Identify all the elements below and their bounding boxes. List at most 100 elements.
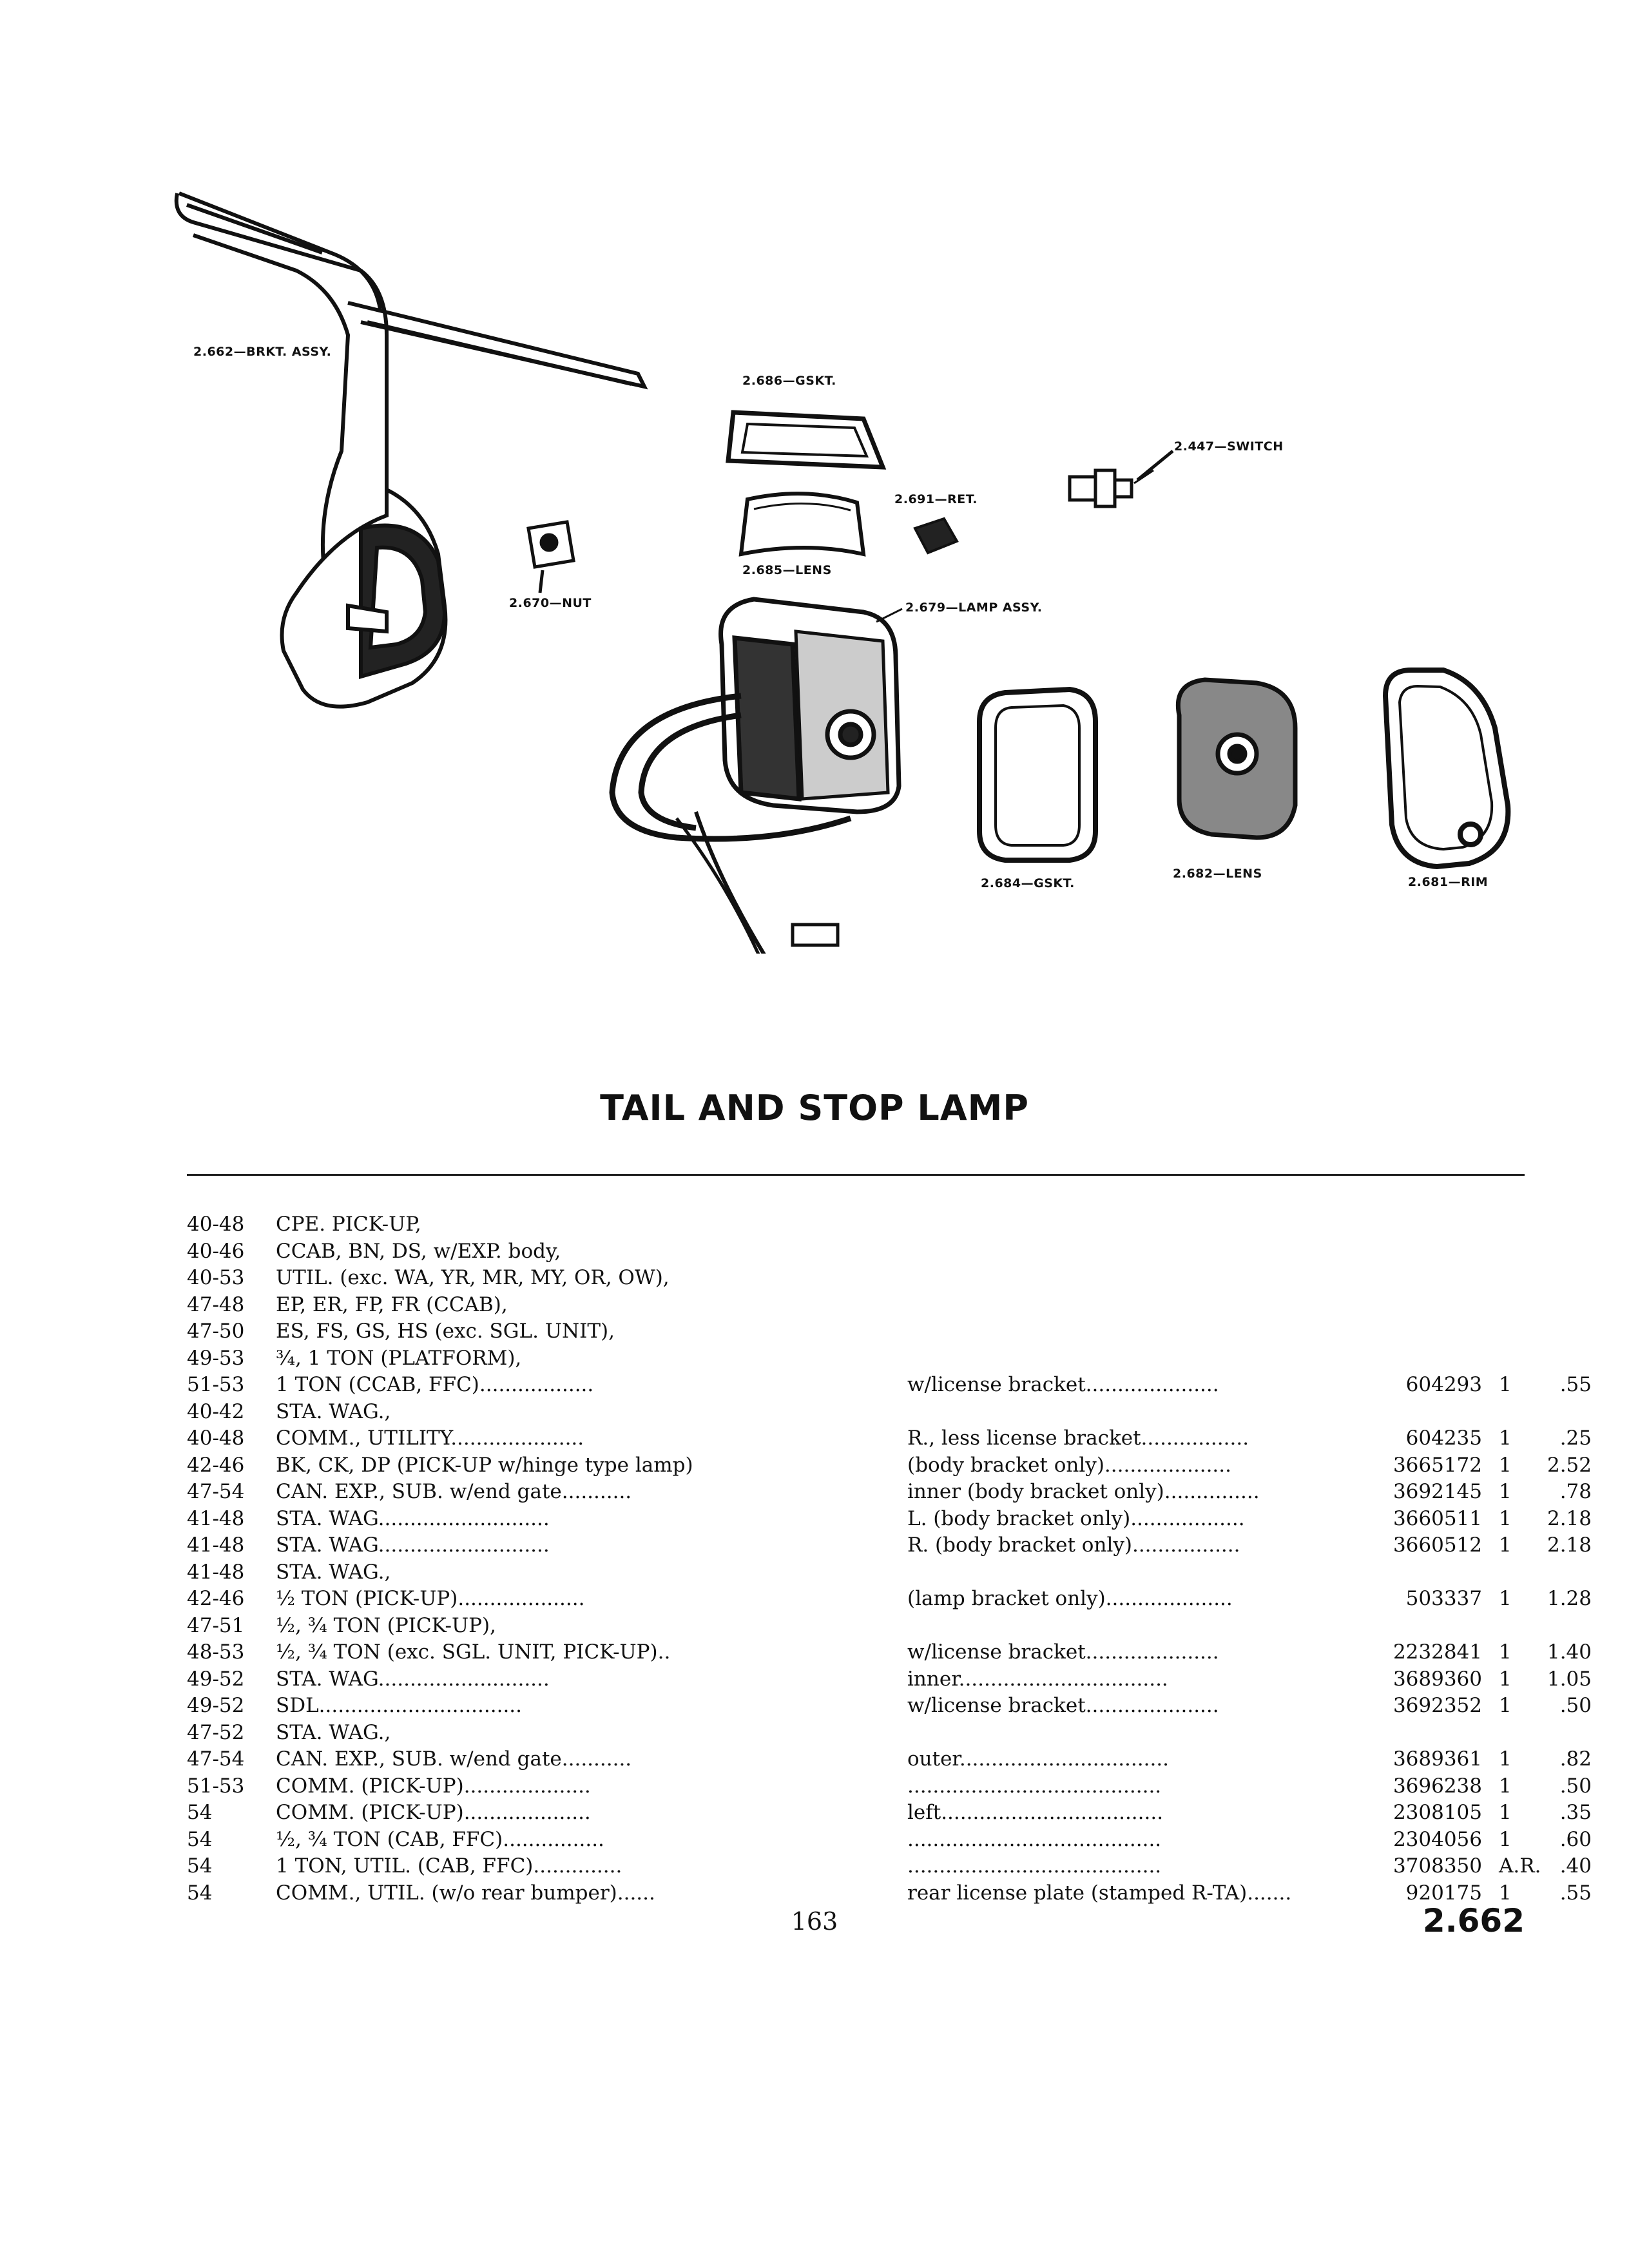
quantity-cell: 1 bbox=[1499, 1480, 1512, 1503]
price-cell: .50 bbox=[1559, 1774, 1592, 1798]
model-cell: COMM., UTILITY..................... bbox=[276, 1427, 584, 1450]
price-cell: 1.40 bbox=[1547, 1640, 1592, 1664]
part-number-cell: 3696238 bbox=[1393, 1774, 1482, 1798]
title-divider bbox=[187, 1174, 1525, 1176]
callout-lens-top: 2.685—LENS bbox=[742, 563, 832, 577]
part-number-cell: 3692352 bbox=[1393, 1694, 1482, 1717]
part-number-cell: 3708350 bbox=[1393, 1854, 1482, 1878]
description-cell: w/license bracket..................... bbox=[907, 1640, 1219, 1664]
quantity-cell: 1 bbox=[1499, 1694, 1512, 1717]
model-cell: STA. WAG........................... bbox=[276, 1667, 550, 1691]
years-cell: 40-53 bbox=[187, 1266, 245, 1289]
part-number-cell: 3660511 bbox=[1393, 1506, 1482, 1530]
years-cell: 49-53 bbox=[187, 1346, 245, 1370]
price-cell: .35 bbox=[1559, 1801, 1592, 1824]
model-cell: SDL................................ bbox=[276, 1694, 523, 1717]
model-cell: CCAB, BN, DS, w/EXP. body, bbox=[276, 1239, 561, 1263]
part-number-cell: 604293 bbox=[1405, 1373, 1482, 1396]
lower-lens-drawing bbox=[1175, 677, 1298, 840]
model-cell: CAN. EXP., SUB. w/end gate........... bbox=[276, 1480, 632, 1503]
quantity-cell: 1 bbox=[1499, 1427, 1512, 1450]
table-row: 47-50 ES, FS, GS, HS (exc. SGL. UNIT), bbox=[187, 1318, 1525, 1345]
model-cell: 1 TON (CCAB, FFC).................. bbox=[276, 1373, 594, 1396]
years-cell: 47-48 bbox=[187, 1293, 245, 1316]
model-cell: STA. WAG........................... bbox=[276, 1506, 550, 1530]
part-number-cell: 2232841 bbox=[1393, 1640, 1482, 1664]
price-cell: 2.18 bbox=[1547, 1533, 1592, 1557]
description-cell: left................................... bbox=[907, 1801, 1164, 1824]
description-cell: inner (body bracket only)............... bbox=[907, 1480, 1260, 1503]
price-cell: .50 bbox=[1559, 1694, 1592, 1717]
model-cell: ½, ¾ TON (exc. SGL. UNIT, PICK-UP).. bbox=[276, 1640, 671, 1664]
part-number-cell: 3689361 bbox=[1393, 1747, 1482, 1771]
quantity-cell: 1 bbox=[1499, 1453, 1512, 1477]
switch-drawing bbox=[1068, 450, 1174, 508]
description-cell: ........................................ bbox=[907, 1774, 1162, 1798]
quantity-cell: 1 bbox=[1499, 1801, 1512, 1824]
quantity-cell: A.R. bbox=[1499, 1854, 1541, 1878]
model-cell: ½, ¾ TON (CAB, FFC)................ bbox=[276, 1827, 604, 1851]
lower-gasket-drawing bbox=[977, 686, 1098, 863]
callout-retainer: 2.691—RET. bbox=[894, 492, 978, 506]
years-cell: 47-52 bbox=[187, 1720, 245, 1744]
model-cell: COMM., UTIL. (w/o rear bumper)...... bbox=[276, 1881, 655, 1905]
quantity-cell: 1 bbox=[1499, 1774, 1512, 1798]
part-number-cell: 2308105 bbox=[1393, 1801, 1482, 1824]
part-number-cell: 920175 bbox=[1405, 1881, 1482, 1905]
description-cell: R. (body bracket only)................. bbox=[907, 1533, 1240, 1557]
years-cell: 47-50 bbox=[187, 1320, 245, 1343]
part-number-cell: 3689360 bbox=[1393, 1667, 1482, 1691]
years-cell: 40-42 bbox=[187, 1399, 245, 1423]
lamp-assembly-drawing bbox=[609, 597, 901, 954]
part-number-cell: 3692145 bbox=[1393, 1480, 1482, 1503]
quantity-cell: 1 bbox=[1499, 1747, 1512, 1771]
description-cell: w/license bracket..................... bbox=[907, 1373, 1219, 1396]
table-row: 47-52 STA. WAG., bbox=[187, 1720, 1525, 1747]
price-cell: 1.05 bbox=[1547, 1667, 1592, 1691]
quantity-cell: 1 bbox=[1499, 1533, 1512, 1557]
price-cell: 2.52 bbox=[1547, 1453, 1592, 1477]
years-cell: 54 bbox=[187, 1881, 213, 1905]
retainer-drawing bbox=[913, 517, 959, 555]
years-cell: 54 bbox=[187, 1827, 213, 1851]
years-cell: 49-52 bbox=[187, 1667, 245, 1691]
model-cell: ES, FS, GS, HS (exc. SGL. UNIT), bbox=[276, 1320, 615, 1343]
top-gasket-drawing bbox=[726, 410, 887, 470]
callout-lamp: 2.679—LAMP ASSY. bbox=[905, 601, 1043, 615]
model-cell: CAN. EXP., SUB. w/end gate........... bbox=[276, 1747, 632, 1771]
years-cell: 51-53 bbox=[187, 1774, 245, 1798]
price-cell: .78 bbox=[1559, 1480, 1592, 1503]
callout-nut: 2.670—NUT bbox=[509, 596, 592, 610]
years-cell: 49-52 bbox=[187, 1694, 245, 1717]
model-cell: ¾, 1 TON (PLATFORM), bbox=[276, 1346, 522, 1370]
years-cell: 48-53 bbox=[187, 1640, 245, 1664]
model-cell: STA. WAG., bbox=[276, 1720, 391, 1744]
part-number-cell: 503337 bbox=[1405, 1587, 1482, 1610]
rim-drawing bbox=[1382, 668, 1511, 870]
price-cell: .55 bbox=[1559, 1373, 1592, 1396]
model-cell: ½ TON (PICK-UP).................... bbox=[276, 1587, 585, 1610]
part-number-cell: 604235 bbox=[1405, 1427, 1482, 1450]
years-cell: 47-51 bbox=[187, 1613, 245, 1637]
price-cell: 1.28 bbox=[1547, 1587, 1592, 1610]
callout-gasket-top: 2.686—GSKT. bbox=[742, 374, 836, 388]
price-cell: .60 bbox=[1559, 1827, 1592, 1851]
years-cell: 41-48 bbox=[187, 1560, 245, 1584]
quantity-cell: 1 bbox=[1499, 1881, 1512, 1905]
